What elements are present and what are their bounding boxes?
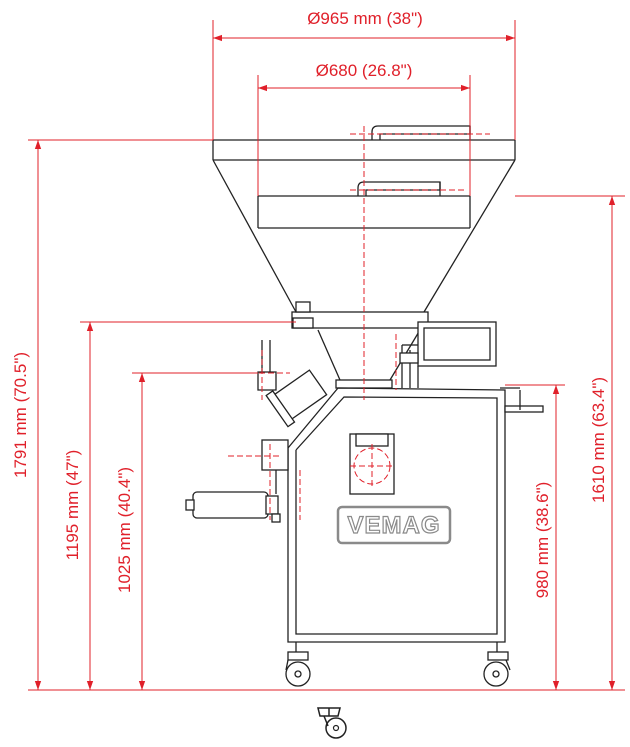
svg-text:VEMAG: VEMAG — [347, 512, 440, 539]
machine-outline — [185, 125, 544, 687]
label-height-1025: 1025 mm (40.4") — [115, 467, 134, 593]
dimension-lines — [28, 20, 625, 691]
right-caster — [483, 642, 511, 687]
caster-wheel-icon — [317, 707, 347, 739]
label-top-diameter: Ø965 mm (38") — [307, 9, 423, 28]
vemag-logo: VEMAG — [336, 505, 452, 545]
label-total-height: 1791 mm (70.5") — [11, 352, 30, 478]
label-height-1610: 1610 mm (63.4") — [589, 377, 608, 503]
label-height-980: 980 mm (38.6") — [533, 482, 552, 599]
left-caster — [285, 642, 311, 687]
label-inner-diameter: Ø680 (26.8") — [316, 61, 413, 80]
label-height-1195: 1195 mm (47") — [63, 450, 82, 561]
